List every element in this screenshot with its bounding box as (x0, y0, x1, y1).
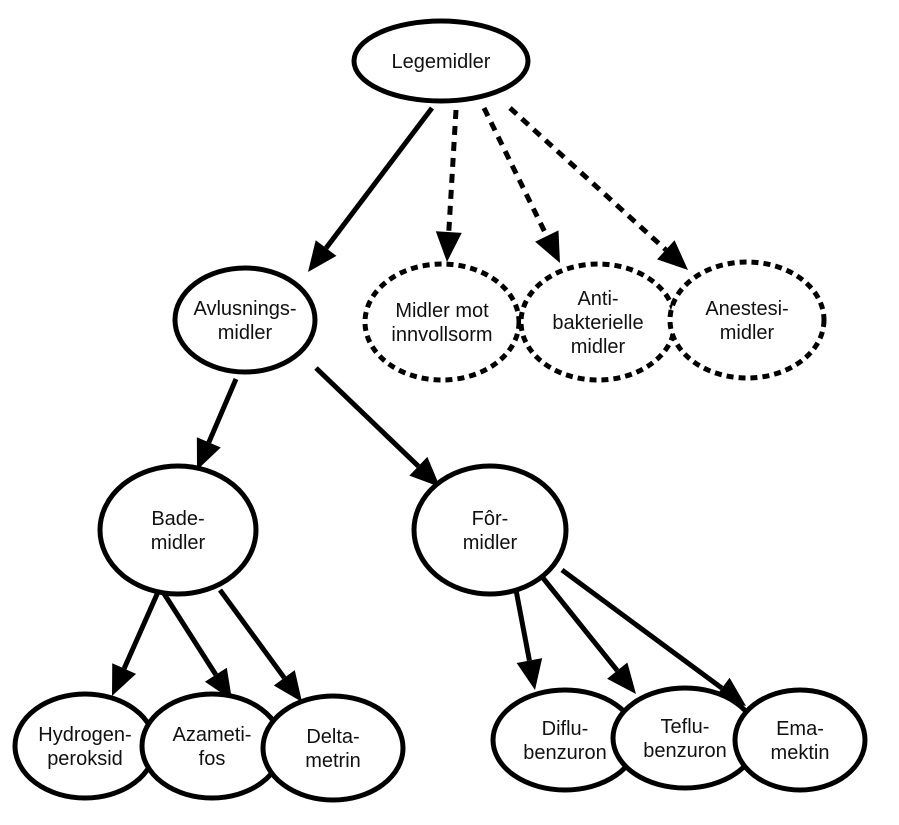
edge-line (513, 589, 532, 661)
node-label: Midler mot (395, 300, 489, 322)
edge-bademidler-to-hydrogenperoksid (112, 590, 161, 696)
edge-bademidler-to-deltametrin (217, 588, 302, 702)
edge-line (160, 590, 218, 677)
arrowhead-icon (516, 658, 543, 690)
node-legemidler: Legemidler (351, 18, 531, 104)
node-ellipse (362, 261, 522, 383)
node-ellipse (12, 691, 158, 801)
node-label: midler (218, 322, 273, 344)
arrowhead-icon (308, 240, 337, 272)
arrowhead-icon (657, 240, 688, 270)
edge-formidler-to-teflubenzuron (541, 576, 636, 694)
arrowhead-icon (607, 662, 636, 694)
node-teflubenzuron: Teflu-benzuron (610, 685, 760, 791)
edge-line (481, 106, 550, 238)
arrowhead-icon (112, 663, 137, 696)
edge-line (324, 106, 434, 250)
node-label: mektin (771, 742, 830, 764)
arrowhead-icon (204, 667, 232, 700)
arrowhead-icon (273, 670, 302, 702)
node-label: innvollsorm (391, 324, 492, 346)
edge-legemidler-to-antibakterielle-midler (481, 106, 560, 263)
edge-formidler-to-diflubenzuron (513, 589, 543, 690)
edge-line (541, 576, 620, 673)
node-avlusningsmidler: Avlusnings-midler (172, 265, 318, 375)
node-label: Bade- (151, 508, 204, 530)
node-label: Avlusnings- (193, 298, 296, 320)
node-anestesimidler: Anestesi-midler (667, 259, 827, 381)
node-label: midler (151, 532, 206, 554)
node-deltametrin: Delta-metrin (260, 693, 406, 803)
edge-line (560, 567, 724, 691)
edge-line (206, 378, 239, 444)
node-label: metrin (305, 750, 361, 772)
edge-line (121, 590, 161, 670)
edge-line (508, 106, 668, 252)
node-ellipse (732, 687, 868, 793)
arrowhead-icon (409, 456, 440, 487)
node-formidler: Fôr-midler (411, 463, 569, 597)
edge-legemidler-to-anestesimidler (508, 106, 688, 270)
node-label: bakterielle (552, 312, 643, 334)
node-label: Diflu- (542, 718, 589, 740)
edge-legemidler-to-midler-mot-innvollsorm (435, 109, 462, 262)
edge-line (314, 366, 421, 469)
edge-avlusningsmidler-to-formidler (314, 366, 440, 487)
node-bademidler: Bade-midler (97, 463, 259, 597)
node-label: peroksid (47, 748, 123, 770)
node-label: benzuron (523, 742, 606, 764)
node-ellipse (351, 18, 531, 104)
node-label: fos (199, 748, 226, 770)
node-ellipse (97, 463, 259, 597)
node-label: Fôr- (472, 508, 509, 530)
node-ellipse (667, 259, 827, 381)
node-emamektin: Ema-mektin (732, 687, 868, 793)
edge-line (217, 588, 287, 680)
node-azametifos: Azameti-fos (139, 691, 285, 801)
edges-layer (112, 106, 746, 706)
node-label: Anti- (577, 288, 618, 310)
node-ellipse (172, 265, 318, 375)
node-label: Legemidler (392, 51, 491, 73)
arrowhead-icon (435, 231, 462, 262)
arrowhead-icon (535, 230, 560, 263)
node-label: Ema- (776, 718, 824, 740)
node-label: Azameti- (173, 724, 252, 746)
node-label: midler (571, 336, 626, 358)
node-label: Delta- (306, 726, 359, 748)
node-ellipse (411, 463, 569, 597)
node-label: Anestesi- (705, 298, 788, 320)
node-hydrogenperoksid: Hydrogen-peroksid (12, 691, 158, 801)
node-label: midler (720, 322, 775, 344)
node-label: midler (463, 532, 518, 554)
edge-bademidler-to-azametifos (160, 590, 232, 700)
edge-legemidler-to-avlusningsmidler (308, 106, 434, 272)
node-diflubenzuron: Diflu-benzuron (490, 687, 640, 793)
edge-line (446, 109, 459, 233)
node-label: benzuron (643, 740, 726, 762)
node-label: Teflu- (661, 716, 710, 738)
node-label: Hydrogen- (38, 724, 131, 746)
node-ellipse (260, 693, 406, 803)
edge-avlusningsmidler-to-bademidler (196, 378, 239, 470)
arrowhead-icon (196, 437, 221, 470)
